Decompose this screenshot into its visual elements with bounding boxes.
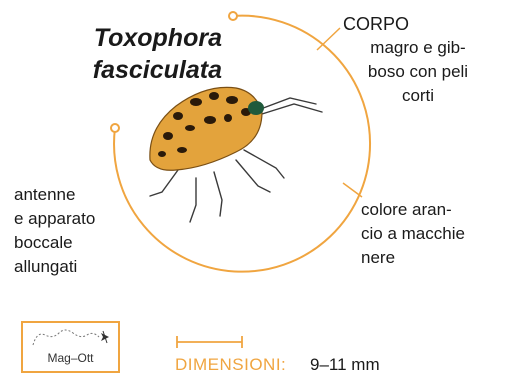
- antenna-description: antenne e apparato boccale allungati: [14, 183, 134, 279]
- dimensions-label: DIMENSIONI:: [175, 355, 287, 374]
- color-description: colore aran- cio a macchie nere: [361, 198, 501, 270]
- flight-period-label: Mag–Ott: [47, 351, 94, 365]
- arc-end-marker-top: [228, 11, 238, 21]
- flight-period-box: Mag–Ott: [21, 321, 120, 373]
- orange-arc: [113, 14, 371, 273]
- species-title: Toxophora fasciculata: [62, 22, 222, 86]
- body-description-line: corti: [401, 86, 435, 105]
- color-description-line: cio a macchie: [361, 224, 465, 243]
- species-title-line2: fasciculata: [92, 56, 222, 84]
- dimensions-value: 9–11 mm: [310, 355, 380, 374]
- body-description-line: magro e gib-: [370, 38, 466, 57]
- insect-illustration: [149, 86, 323, 223]
- antenna-description-line: e apparato: [14, 209, 96, 228]
- body-description: magro e gib- boso con peli corti: [343, 36, 493, 108]
- color-description-line: nere: [361, 248, 396, 267]
- antenna-description-line: antenne: [14, 185, 76, 204]
- leader-line-body: [316, 27, 341, 51]
- arc-end-marker-left: [110, 123, 120, 133]
- body-description-line: boso con peli: [367, 62, 469, 81]
- antenna-description-line: boccale: [14, 233, 73, 252]
- leader-line-color: [342, 182, 363, 198]
- species-title-line1: Toxophora: [93, 24, 222, 52]
- flight-path-icon: [32, 329, 109, 346]
- color-description-line: colore aran-: [361, 200, 452, 219]
- antenna-description-line: allungati: [14, 257, 78, 276]
- body-heading: CORPO: [343, 14, 410, 34]
